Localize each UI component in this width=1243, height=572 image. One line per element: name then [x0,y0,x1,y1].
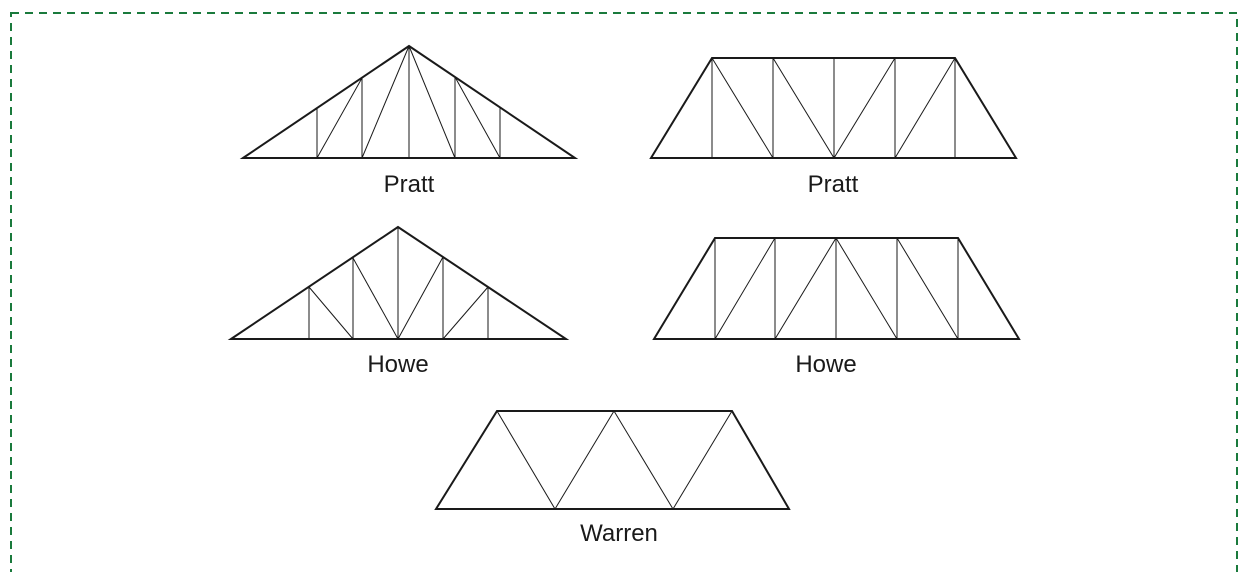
truss-label-howe-triangular: Howe [367,351,428,378]
dashed-frame [10,12,1238,572]
truss-web-members [496,410,733,510]
truss-outline [434,410,791,510]
truss-web-members [316,45,501,159]
truss-label-pratt-trapezoidal: Pratt [808,171,859,198]
truss-howe-triangular: Howe [227,225,570,378]
truss-warren-trapezoidal: Warren [434,410,791,547]
truss-howe-trapezoidal: Howe [652,237,1021,378]
truss-label-howe-trapezoidal: Howe [795,351,856,378]
truss-pratt-trapezoidal: Pratt [649,57,1018,198]
truss-web-members [711,57,956,159]
truss-web-members [308,227,489,340]
truss-label-warren: Warren [580,520,658,547]
truss-web-members [714,237,959,340]
truss-label-pratt-triangular: Pratt [384,171,435,198]
truss-pratt-triangular: Pratt [239,44,579,198]
